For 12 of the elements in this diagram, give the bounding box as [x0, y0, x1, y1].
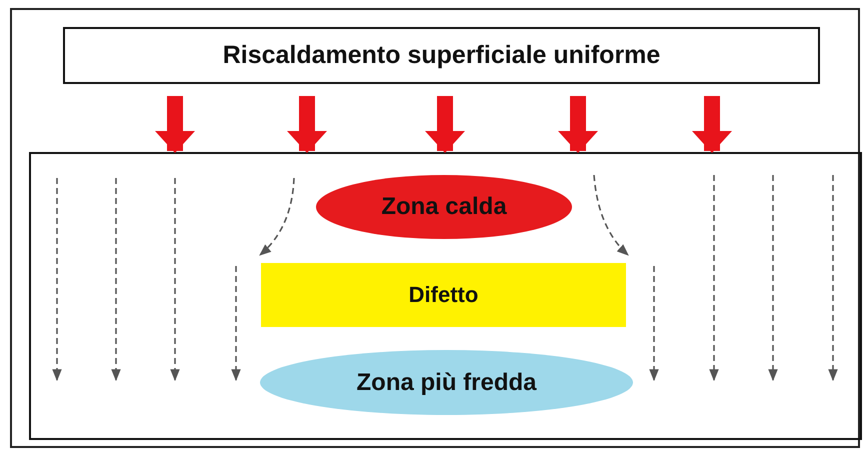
node-label: Difetto — [408, 282, 478, 308]
node-label: Zona più fredda — [356, 368, 536, 396]
heat-arrow — [155, 96, 195, 153]
heading-box — [63, 27, 820, 84]
heat-arrow — [287, 96, 327, 153]
heat-arrow — [692, 96, 732, 153]
defect-bar — [261, 263, 626, 327]
heat-arrow — [558, 96, 598, 153]
specimen-box — [29, 152, 862, 440]
heat-arrow — [425, 96, 465, 153]
node-label: Zona calda — [381, 193, 507, 221]
node-label: Riscaldamento superficiale uniforme — [222, 41, 660, 70]
